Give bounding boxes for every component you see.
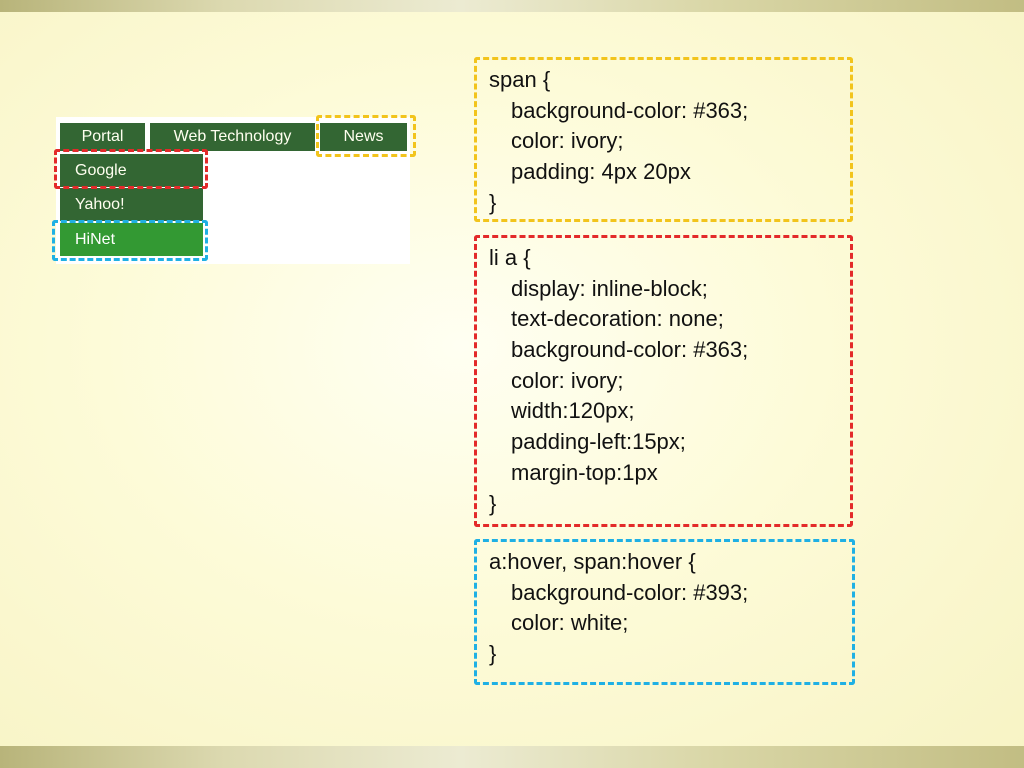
code-block-hover: a:hover, span:hover { background-color: …: [474, 539, 855, 685]
code-line: text-decoration: none;: [511, 306, 724, 332]
tab-portal[interactable]: Portal: [60, 123, 145, 151]
code-line: display: inline-block;: [511, 275, 708, 301]
code-line: padding-left:15px;: [511, 429, 686, 455]
code-line: background-color: #363;: [511, 97, 749, 123]
code-line: padding: 4px 20px: [511, 159, 691, 185]
code-line: }: [489, 490, 497, 516]
code-block-li-a: li a { display: inline-block; text-decor…: [474, 235, 853, 527]
code-line: li a {: [489, 245, 531, 270]
code-block-span: span { background-color: #363; color: iv…: [474, 57, 853, 222]
top-decorative-band: [0, 0, 1024, 12]
tab-web-technology[interactable]: Web Technology: [150, 123, 315, 151]
code-line: margin-top:1px: [511, 459, 658, 485]
code-line: background-color: #393;: [511, 579, 749, 605]
highlight-span-news: [316, 115, 416, 157]
code-line: }: [489, 641, 497, 667]
submenu-item-google[interactable]: Google: [60, 154, 203, 187]
tab-news[interactable]: News: [320, 123, 407, 151]
bottom-decorative-band: [0, 746, 1024, 768]
code-line: }: [489, 189, 497, 215]
submenu-item-yahoo[interactable]: Yahoo!: [60, 188, 203, 221]
code-line: color: ivory;: [511, 367, 624, 393]
highlight-hover-hinet: [52, 220, 208, 261]
code-line: span {: [489, 67, 551, 92]
code-line: color: ivory;: [511, 128, 624, 154]
code-line: width:120px;: [511, 398, 635, 424]
menu-demo-panel: Portal Web Technology News Google Yahoo!…: [56, 117, 410, 264]
code-line: a:hover, span:hover {: [489, 549, 696, 574]
submenu-item-hinet-hovered[interactable]: HiNet: [60, 223, 203, 256]
code-line: color: white;: [511, 610, 629, 636]
highlight-link-google: [54, 149, 208, 189]
code-line: background-color: #363;: [511, 337, 749, 363]
